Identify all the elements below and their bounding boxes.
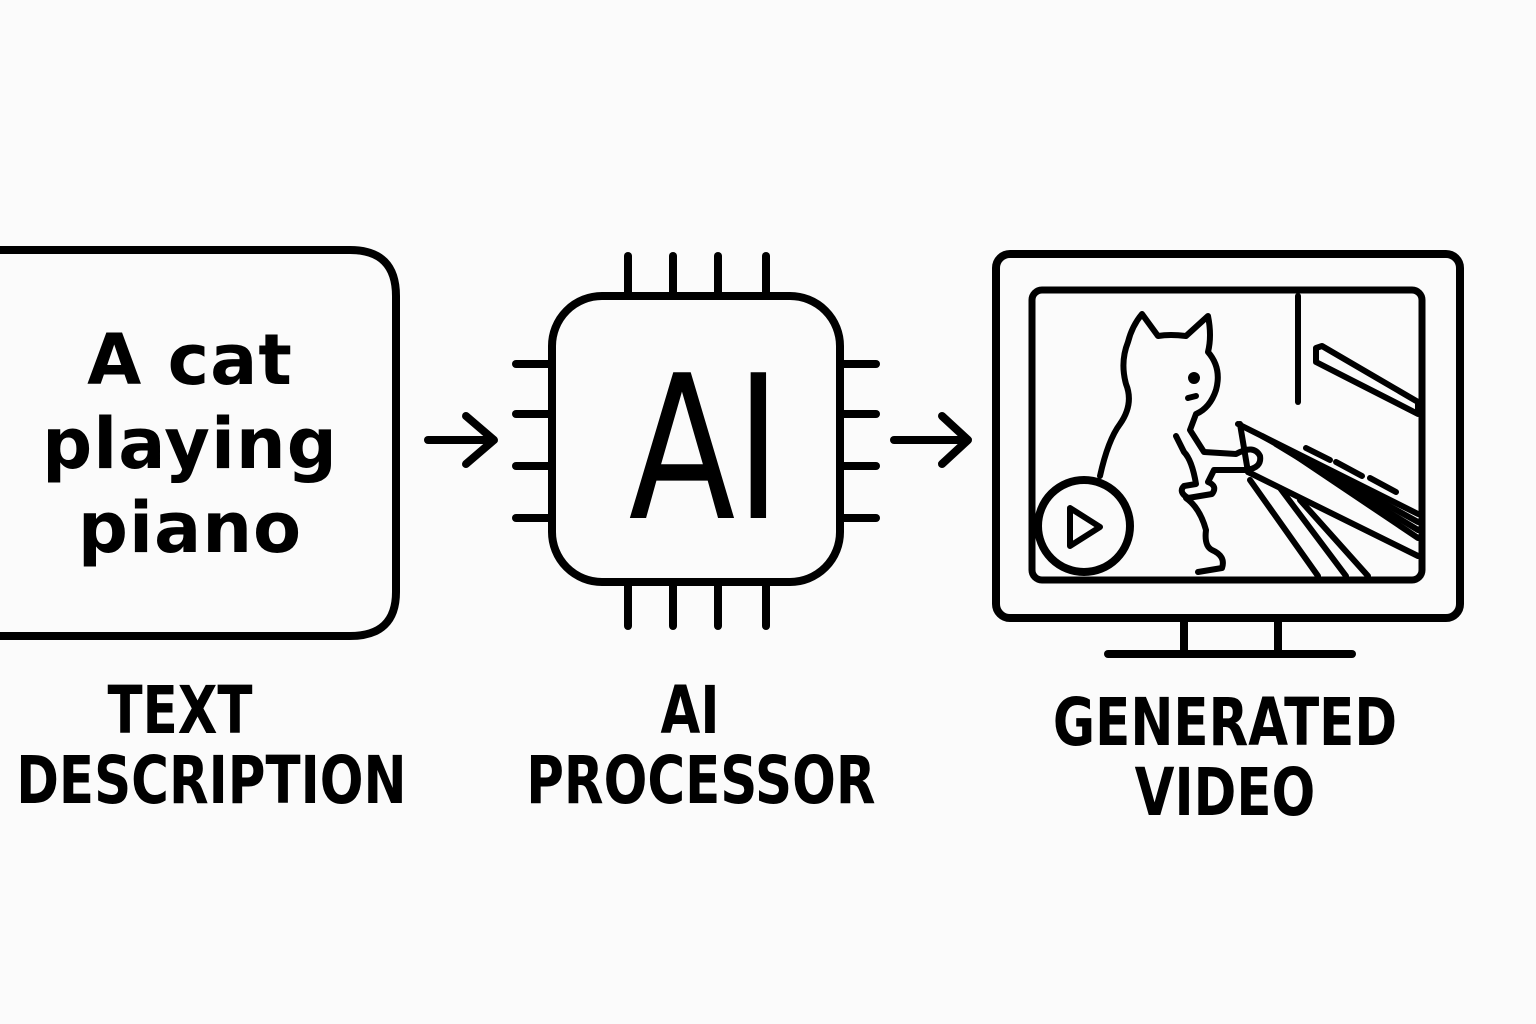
ai-processor-label: AI PROCESSOR bbox=[526, 672, 876, 819]
text-description-label: TEXT DESCRIPTION bbox=[16, 672, 407, 819]
monitor-icon bbox=[992, 250, 1464, 658]
prompt-text: A cat playing piano bbox=[42, 319, 338, 569]
cpu-chip-icon bbox=[512, 252, 880, 630]
cat-illustration bbox=[1097, 311, 1264, 575]
arrow-to-video bbox=[890, 412, 972, 468]
play-icon[interactable] bbox=[1034, 476, 1134, 576]
piano-illustration bbox=[1235, 293, 1421, 579]
generated-video-label: GENERATED VIDEO bbox=[1052, 684, 1398, 831]
input-text-box bbox=[0, 246, 400, 640]
chip-label: AI bbox=[628, 333, 782, 566]
arrow-to-processor bbox=[424, 412, 498, 468]
